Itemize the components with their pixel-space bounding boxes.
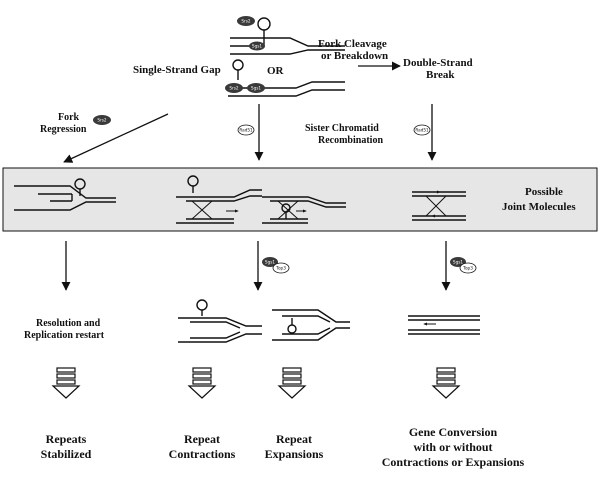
- expansion-product: [272, 309, 350, 341]
- sgs1-protein-bottom: [247, 83, 265, 93]
- repeat-expansions-label-2: Expansions: [265, 447, 324, 461]
- stacked-arrow-contractions: [187, 367, 217, 399]
- srs2-label-top: Srs2: [241, 19, 251, 24]
- regressed-fork-structure: [14, 178, 116, 211]
- repeat-expansions-label-1: Repeat: [276, 432, 312, 446]
- srs2-label-bottom: Srs2: [229, 86, 239, 91]
- break-label: Break: [426, 69, 455, 81]
- gene-conversion-label: Gene Conversion: [409, 425, 498, 439]
- srs2-protein-top: [237, 16, 255, 26]
- repeats-label: Repeats: [46, 432, 87, 446]
- fork-cleavage-label: Fork Cleavage: [318, 38, 387, 50]
- srs2-label-regression: Srs2: [97, 118, 107, 123]
- repeat-contractions-label-1: Repeat: [184, 432, 220, 446]
- joint-molecules-label: Joint Molecules: [502, 201, 576, 213]
- srs2-protein-regression: [93, 115, 111, 125]
- stacked-arrow-gene-conversion: [431, 367, 461, 399]
- fork-breakdown-label: or Breakdown: [321, 50, 388, 62]
- gene-conversion-product: [408, 315, 480, 335]
- joint-molecules-panel: [2, 167, 598, 232]
- top3-protein-middle: [272, 262, 290, 274]
- single-strand-gap-label: Single-Strand Gap: [133, 64, 221, 76]
- sister-chromatid-label: Sister Chromatid: [305, 123, 379, 134]
- joint-molecule-1: [176, 175, 262, 224]
- sgs1-label-top: Sgs1: [252, 44, 262, 49]
- rad51-protein-right: [413, 124, 431, 136]
- joint-molecule-2: [262, 196, 346, 224]
- top3-protein-right: [459, 262, 477, 274]
- contraction-product: [178, 299, 262, 343]
- stacked-arrow-expansions: [277, 367, 307, 399]
- resolution-label: Resolution and: [36, 318, 101, 329]
- fork-regression-arrow: [63, 113, 169, 163]
- possible-label: Possible: [525, 186, 563, 198]
- or-label: OR: [267, 65, 285, 77]
- rad51-protein-central: [237, 124, 255, 136]
- stabilized-label: Stabilized: [41, 447, 92, 461]
- srs2-protein-bottom: [225, 83, 243, 93]
- regression-label: Regression: [40, 124, 87, 135]
- rad51-label-central: Rad51: [239, 128, 253, 133]
- top3-label-middle: Top3: [275, 266, 286, 271]
- joint-molecule-right: [412, 190, 466, 221]
- fork-label: Fork: [58, 112, 80, 123]
- contractions-or-expansions-label: Contractions or Expansions: [382, 455, 525, 469]
- recombination-label: Recombination: [318, 135, 383, 146]
- sgs1-label-middle: Sgs1: [265, 260, 275, 265]
- repeat-contractions-label-2: Contractions: [169, 447, 236, 461]
- sgs1-label-right: Sgs1: [453, 260, 463, 265]
- with-or-without-label: with or without: [413, 440, 492, 454]
- sgs1-protein-middle: [262, 257, 278, 267]
- top-gap-structure: Srs2 Sgs1 Srs2 Sgs1: [225, 16, 345, 97]
- sgs1-protein-top: [249, 41, 265, 51]
- sgs1-label-bottom: Sgs1: [251, 86, 261, 91]
- rad51-label-right: Rad51: [415, 128, 429, 133]
- stacked-arrow-left: [51, 367, 81, 399]
- top3-label-right: Top3: [462, 266, 473, 271]
- double-strand-label: Double-Strand: [403, 57, 473, 69]
- replication-restart-label: Replication restart: [24, 330, 105, 341]
